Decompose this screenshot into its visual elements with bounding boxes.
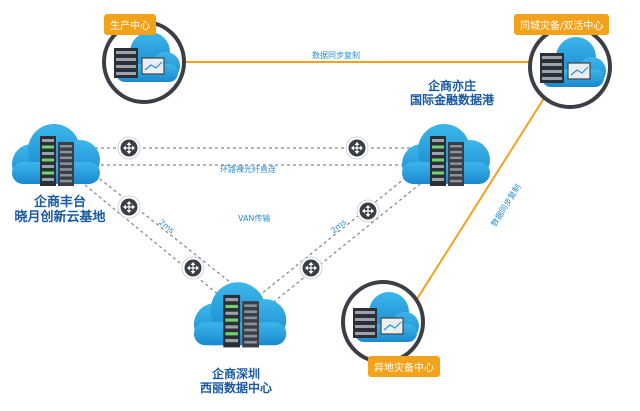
shenzhen-node-server-icon [223, 294, 259, 348]
shenzhen-node [193, 282, 287, 348]
router-icon-left-upper [117, 195, 141, 219]
production-center-node [102, 20, 186, 104]
production-center-tag: 生产中心 [104, 14, 156, 35]
same-city-dr-tag: 同城灾备/双活中心 [514, 14, 610, 35]
fengtai-label: 企商丰台 晓月创新云基地 [0, 195, 120, 226]
remote-dr-node-server-icon [353, 308, 404, 338]
router-icon-left-lower [181, 256, 205, 280]
sync-line-diagonal [409, 91, 549, 311]
remote-dr-tag: 异地灾备中心 [368, 356, 440, 377]
sync-label-top: 数据同步复制 [312, 51, 360, 60]
fengtai-line2: 晓月创新云基地 [14, 209, 106, 225]
shenzhen-line2: 西丽数据中心 [199, 380, 272, 395]
router-icon-right-upper [356, 199, 380, 223]
router-icon-top-left [117, 136, 141, 160]
same-city-dr-node-server-icon [540, 53, 591, 83]
ring-fiber-label: 环路裸光纤直连 [220, 165, 276, 174]
shenzhen-label: 企商深圳 西丽数据中心 [176, 367, 296, 396]
router-icon-top-right [345, 136, 369, 160]
shenzhen-node-cloud-icon [193, 282, 287, 346]
yizhuang-line2: 国际金融数据港 [409, 92, 494, 107]
yizhuang-line1: 企商亦庄 [427, 79, 476, 93]
yizhuang-node [402, 124, 490, 186]
yizhuang-label: 企商亦庄 国际金融数据港 [392, 79, 512, 108]
fengtai-node [12, 124, 100, 186]
shenzhen-line1: 企商深圳 [211, 367, 260, 381]
yizhuang-node-server-icon [430, 136, 464, 186]
production-center-node-server-icon [114, 48, 165, 78]
remote-dr-node [341, 280, 425, 364]
ring-link-left [84, 184, 226, 301]
fengtai-node-server-icon [40, 136, 74, 186]
van-label: VAN传输 [238, 214, 271, 223]
fengtai-line1: 企商丰台 [33, 195, 86, 210]
same-city-dr-node [528, 25, 612, 109]
router-icon-right-lower [299, 256, 323, 280]
ring-link-left-2 [94, 174, 241, 291]
